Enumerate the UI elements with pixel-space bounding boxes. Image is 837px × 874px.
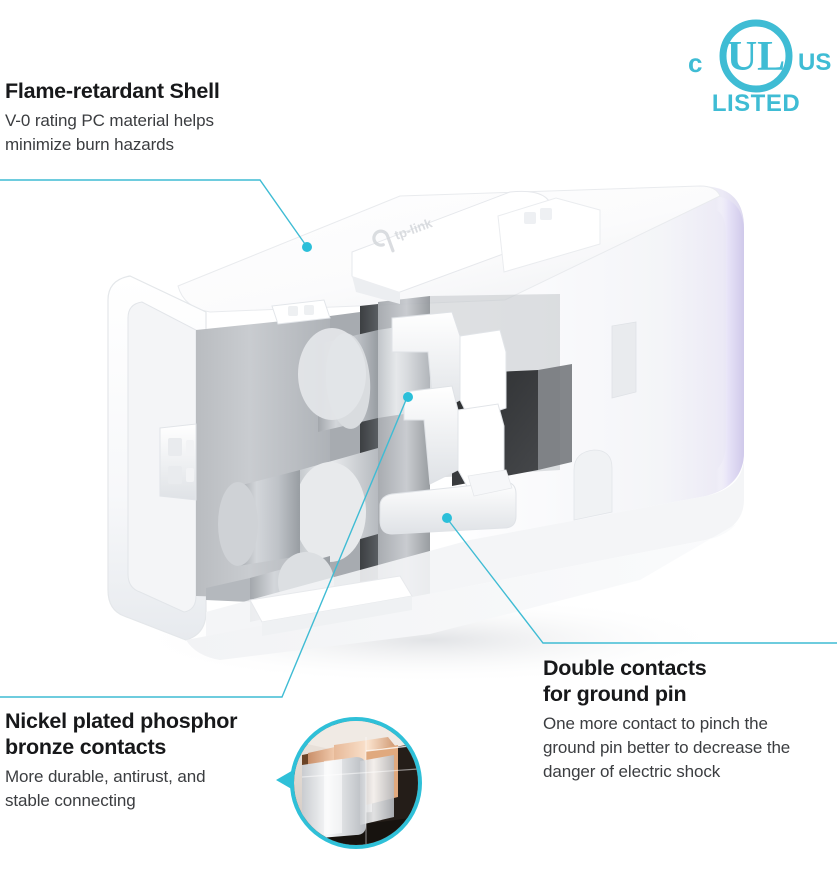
callout-title: Flame-retardant Shell — [5, 79, 220, 103]
callout-title: Double contacts for ground pin — [543, 656, 707, 706]
callout-body: One more contact to pinch the ground pin… — [543, 714, 791, 781]
leader-line-ground — [448, 520, 837, 644]
callout-flame-retardant-shell: Flame-retardant Shell V-0 rating PC mate… — [5, 78, 335, 157]
callout-title: Nickel plated phosphor bronze contacts — [5, 709, 238, 759]
leader-line-nickel — [0, 399, 407, 698]
ul-badge-c-mark: c — [688, 48, 702, 78]
leader-line-shell — [0, 179, 306, 245]
callout-body: More durable, antirust, and stable conne… — [5, 767, 206, 810]
ul-badge-listed-text: LISTED — [712, 90, 800, 116]
contacts-magnifier-inset — [290, 717, 422, 849]
anchor-dot-shell — [302, 242, 312, 252]
ul-listed-badge: c UL US LISTED — [686, 16, 832, 116]
ul-badge-ul-text: UL — [727, 34, 785, 80]
ul-badge-circle — [719, 19, 793, 93]
anchor-dot-ground — [442, 513, 452, 523]
ul-badge-us-mark: US — [798, 49, 831, 76]
anchor-dot-nickel — [403, 392, 413, 402]
callout-body: V-0 rating PC material helps minimize bu… — [5, 111, 214, 154]
callout-double-contacts-ground-pin: Double contacts for ground pin One more … — [543, 655, 837, 784]
callout-nickel-plated-contacts: Nickel plated phosphor bronze contacts M… — [5, 708, 325, 813]
